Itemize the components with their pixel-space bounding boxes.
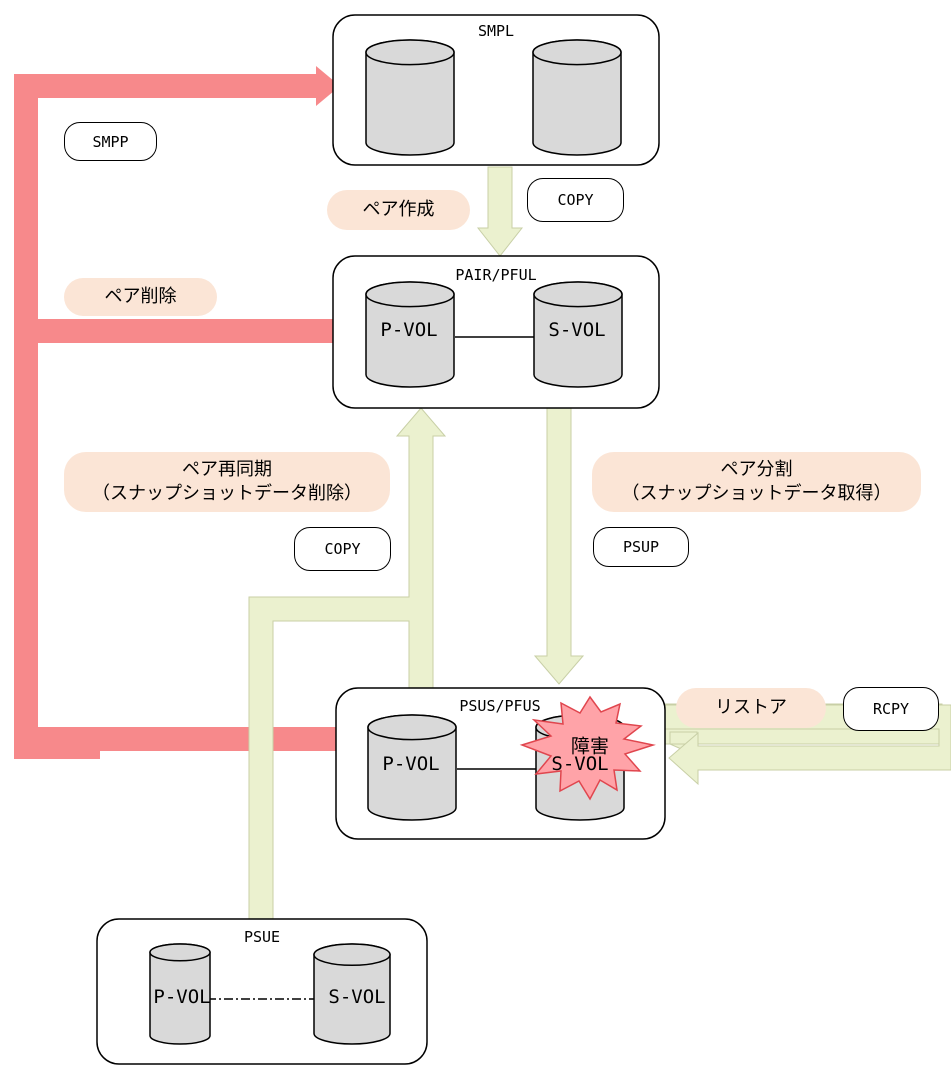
copy-badge-resync: COPY — [294, 527, 391, 571]
pair-split-arrow — [533, 407, 585, 685]
rcpy-badge: RCPY — [843, 687, 939, 731]
pair-pvol-icon — [365, 281, 455, 388]
pair-resync-arrow — [248, 407, 447, 920]
psus-pvol-icon — [367, 714, 457, 821]
restore-text: リストア — [715, 696, 787, 718]
psue-pvol-icon — [149, 943, 211, 1045]
resync-label: ペア再同期 （スナップショットデータ削除） — [64, 452, 390, 512]
delete-from-psue-h — [14, 735, 100, 759]
pair-svol-icon — [533, 281, 623, 388]
resync-text-line1: ペア再同期 — [182, 458, 272, 480]
failure-label: 障害 — [570, 735, 610, 758]
pair-delete-text: ペア削除 — [104, 285, 177, 307]
delete-from-pair — [14, 319, 336, 343]
psup-badge: PSUP — [593, 527, 689, 567]
pair-create-arrow — [476, 166, 524, 257]
smpp-badge: SMPP — [64, 122, 157, 161]
split-text-line2: （スナップショットデータ取得） — [621, 483, 892, 504]
delete-trunk — [14, 74, 38, 734]
smpl-right-volume-icon — [532, 39, 622, 156]
smpl-left-volume-icon — [365, 39, 455, 156]
psus-pvol-label: P-VOL — [382, 753, 440, 775]
pair-delete-arrows — [14, 66, 340, 759]
pair-pvol-label: P-VOL — [380, 319, 438, 341]
failure-burst-icon — [519, 695, 656, 801]
psue-title: PSUE — [243, 928, 281, 946]
delete-top-branch — [14, 74, 318, 98]
split-label: ペア分割 （スナップショットデータ取得） — [592, 452, 921, 512]
copy-badge-create: COPY — [527, 178, 624, 222]
split-text-line1: ペア分割 — [720, 458, 793, 480]
resync-text-line2: （スナップショットデータ削除） — [92, 483, 362, 504]
pair-create-label: ペア作成 — [327, 190, 470, 230]
delete-arrowhead-icon — [316, 66, 340, 106]
psue-pvol-label: P-VOL — [153, 986, 211, 1008]
psue-svol-label: S-VOL — [328, 986, 386, 1008]
pair-create-text: ペア作成 — [362, 198, 435, 220]
pair-delete-label: ペア削除 — [64, 278, 217, 316]
pair-svol-label: S-VOL — [548, 319, 606, 341]
volume-cylinders — [149, 39, 625, 1045]
restore-label: リストア — [676, 688, 826, 728]
pair-title: PAIR/PFUL — [455, 266, 537, 284]
psue-svol-icon — [313, 943, 391, 1045]
psus-title: PSUS/PFUS — [459, 697, 541, 715]
smpl-title: SMPL — [477, 22, 515, 40]
psus-svol-label: S-VOL — [551, 753, 609, 775]
